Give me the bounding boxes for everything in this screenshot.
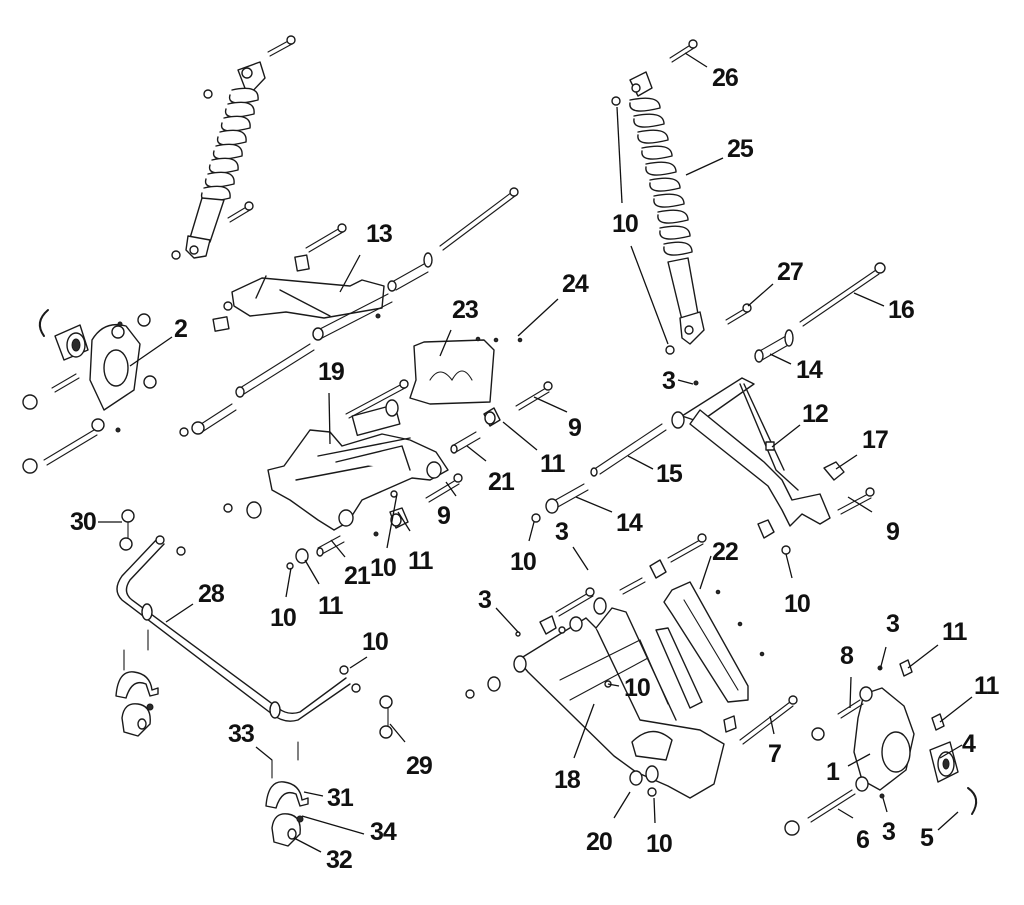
callout-9: 9 [437,502,450,530]
callout-18: 18 [554,766,581,794]
callout-10: 10 [362,628,388,656]
callout-15: 15 [656,460,683,488]
skid-plate-22 [655,581,765,709]
right-shock-spring [629,97,693,256]
callout-10: 10 [646,830,672,858]
left-shock-nut-top [203,89,213,99]
callout-17: 17 [862,426,888,454]
callout-19: 19 [318,358,344,386]
left-shock-top-bolt [267,35,296,57]
callout-11: 11 [974,672,1000,700]
callout-9: 9 [886,518,899,546]
lower-trailing-arm [513,597,725,799]
callout-27: 27 [777,258,803,286]
callout-12: 12 [802,400,828,428]
callout-28: 28 [198,580,225,608]
callout-16: 16 [888,296,914,324]
callout-25: 25 [727,135,754,163]
callout-22: 22 [712,538,738,566]
callout-10: 10 [370,554,396,582]
right-shock-nut-top [611,96,621,106]
callout-33: 33 [228,720,254,748]
callout-11: 11 [318,592,344,620]
right-shock-absorber [611,39,752,355]
left-shock-spring [200,87,259,202]
left-shock-nut-bottom [171,250,181,260]
callout-34: 34 [370,818,397,846]
callout-5: 5 [920,824,934,852]
callout-labels: 1 2 3 3 3 3 3 4 5 6 7 8 9 9 9 10 10 10 1… [70,64,1001,874]
right-shock-nut-bottom [665,345,675,355]
callout-32: 32 [326,846,352,874]
right-knuckle-assembly [784,659,978,836]
callout-7: 7 [768,740,781,768]
callout-24: 24 [562,270,589,298]
callout-2: 2 [174,315,187,343]
stabilizer-clamps [115,629,309,847]
callout-10: 10 [270,604,296,632]
callout-14: 14 [616,509,643,537]
upper-right-a-arm [531,262,886,555]
callout-3: 3 [662,367,675,395]
stabilizer-link-29 [379,695,393,739]
callout-29: 29 [406,752,432,780]
lower-arm-pins [465,533,798,786]
callout-26: 26 [712,64,738,92]
callout-6: 6 [856,826,869,854]
callout-9: 9 [568,414,581,442]
callout-8: 8 [840,642,854,670]
left-shock-absorber [171,35,296,260]
stabilizer-bar [116,535,361,722]
callout-31: 31 [327,784,354,812]
callout-1: 1 [826,758,840,786]
callout-10: 10 [510,548,536,576]
callout-10: 10 [624,674,650,702]
callout-23: 23 [452,296,478,324]
skid-plate-23 [409,336,523,405]
callout-13: 13 [366,220,392,248]
callout-21: 21 [344,562,371,590]
callout-11: 11 [942,618,968,646]
left-knuckle-assembly [22,309,157,474]
callout-10: 10 [612,210,638,238]
callout-3: 3 [886,610,899,638]
upper-left-a-arm [179,187,519,437]
callout-11: 11 [408,547,434,575]
callout-3: 3 [882,818,895,846]
callout-11: 11 [540,450,566,478]
mid-bushings-and-pins [286,381,553,570]
callout-30: 30 [70,508,96,536]
callout-10: 10 [784,590,810,618]
callout-21: 21 [488,468,515,496]
stabilizer-link-30 [119,509,135,551]
leader-lines [98,52,973,853]
callout-3: 3 [555,518,568,546]
callout-20: 20 [586,828,612,856]
callout-4: 4 [962,730,976,758]
center-cross-member [223,379,449,531]
callout-14: 14 [796,356,823,384]
callout-3: 3 [478,586,491,614]
